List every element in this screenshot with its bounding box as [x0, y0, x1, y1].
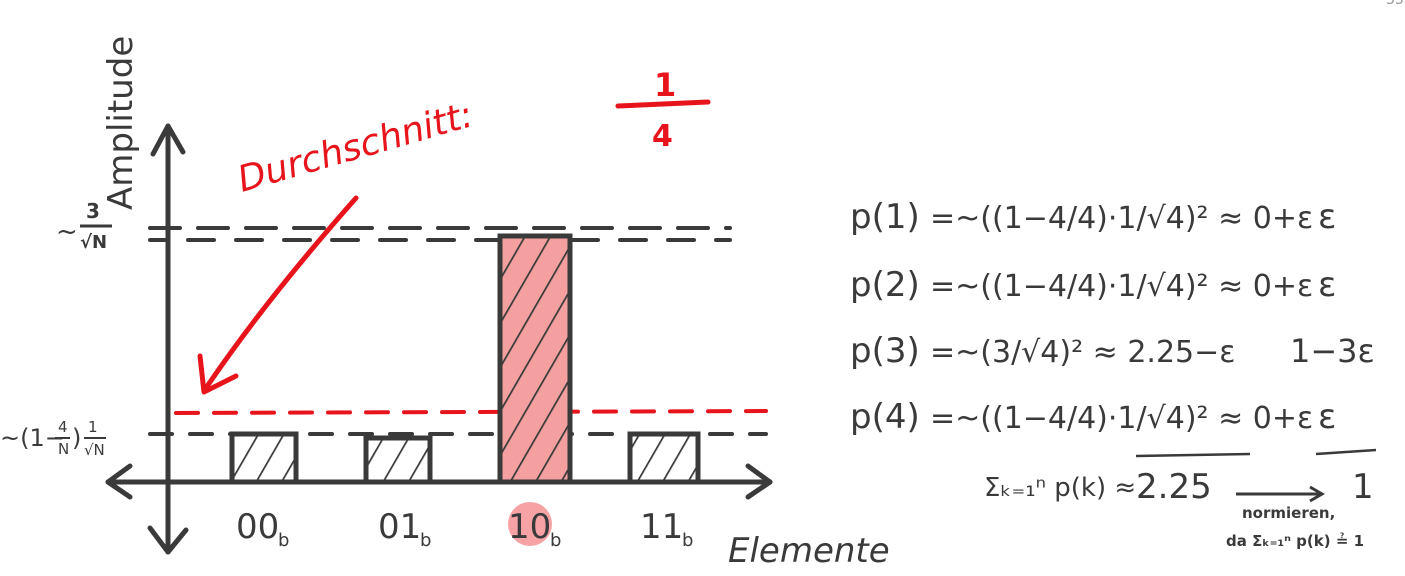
eq-sum-value: 2.25	[1136, 467, 1212, 507]
bar-01	[363, 435, 433, 485]
category-subscript: b	[420, 530, 431, 551]
category-subscript: b	[278, 530, 289, 551]
high-level-num: 3	[86, 199, 100, 223]
eq-sum-lhs: Σₖ₌₁ⁿ p(k) ≈	[984, 473, 1136, 503]
bar-11	[627, 431, 701, 485]
eq-p4-rhs: ε	[1318, 397, 1336, 437]
eq-p3-lhs: p(3)	[850, 331, 920, 371]
low-level-den2: √N	[84, 441, 105, 459]
bar-00	[229, 431, 299, 485]
high-level-den: √N	[80, 232, 107, 253]
eq-p3-mid: =~(3/√4)² ≈ 2.25−ε	[930, 335, 1235, 370]
y-axis-arrow-up	[150, 123, 186, 157]
average-annotation-bar	[615, 99, 711, 109]
eq-sum-note: da Σₖ₌₁ⁿ p(k) ≟ 1	[1226, 532, 1364, 550]
page-number: 33	[1386, 0, 1404, 8]
bar-10	[497, 233, 573, 485]
average-arrow	[203, 195, 359, 391]
highlight-circle	[508, 502, 552, 546]
low-level-frac-den: N	[58, 440, 69, 458]
eq-result-overline	[1315, 448, 1377, 456]
average-line	[174, 409, 768, 415]
average-annotation-num: 1	[654, 66, 676, 104]
average-annotation-den: 4	[652, 119, 673, 154]
y-axis-label: Amplitude	[101, 36, 141, 210]
eq-p1-mid: =~((1−4/4)·1/√4)² ≈ 0+ε	[930, 201, 1313, 236]
average-annotation-text: Durchschnitt:	[233, 94, 477, 200]
eq-p4-mid: =~((1−4/4)·1/√4)² ≈ 0+ε	[930, 401, 1313, 436]
eq-sum-arrow-head	[1309, 485, 1325, 503]
eq-p2-lhs: p(2)	[850, 265, 920, 305]
eq-sum-overline	[1135, 452, 1251, 458]
category-subscript: b	[682, 530, 693, 551]
eq-sum-arrow-label: normieren,	[1242, 504, 1335, 522]
eq-p2-mid: =~((1−4/4)·1/√4)² ≈ 0+ε	[930, 269, 1313, 304]
equations: p(1) =~((1−4/4)·1/√4)² ≈ 0+ε ε p(2) =~((…	[850, 197, 1377, 550]
category-subscript: b	[550, 530, 561, 551]
high-level-label: ~ 3 √N	[56, 199, 112, 253]
average-arrow-head	[197, 353, 239, 395]
eq-p1-lhs: p(1)	[850, 197, 920, 237]
category-label-10: 10	[508, 507, 551, 547]
eq-p4-lhs: p(4)	[850, 397, 920, 437]
category-label-01: 01	[378, 507, 421, 547]
eq-p3-rhs: 1−3ε	[1290, 332, 1375, 370]
x-axis-label: Elemente	[728, 531, 890, 571]
x-axis-arrow-right	[745, 463, 773, 500]
eq-sum-result: 1	[1352, 467, 1374, 507]
high-level-prefix: ~	[56, 217, 78, 247]
low-level-prefix: ~(1−	[0, 424, 65, 452]
low-level-num2: 1	[88, 418, 98, 436]
low-level-suffix: )	[72, 424, 81, 452]
eq-p2-rhs: ε	[1318, 265, 1336, 305]
category-label-00: 00	[236, 507, 279, 547]
category-label-11: 11	[640, 507, 683, 547]
low-level-frac-num: 4	[58, 418, 68, 436]
y-axis-arrow-down	[147, 525, 189, 555]
low-level-label: ~(1− 4 N ) 1 √N	[0, 418, 106, 459]
x-axis-arrow-left	[105, 463, 133, 500]
eq-p1-rhs: ε	[1318, 197, 1336, 237]
